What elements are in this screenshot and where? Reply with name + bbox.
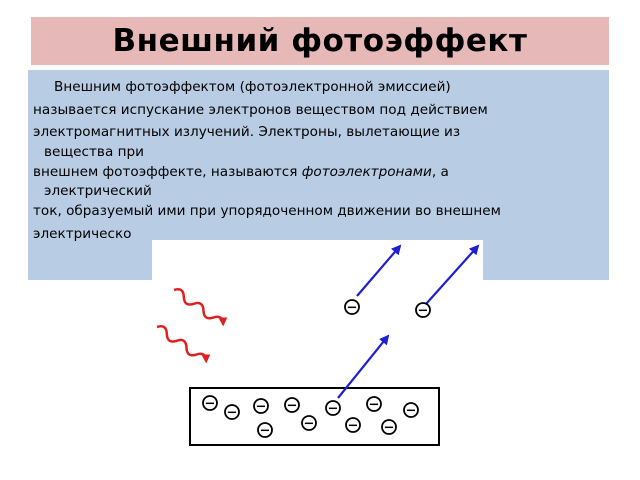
text-line-6: электрический (44, 183, 152, 199)
svg-text:−: − (287, 399, 298, 414)
electron-trajectory-arrow (337, 334, 390, 399)
text-line-7: ток, образуемый ими при упорядоченном дв… (33, 203, 501, 219)
electron: − (253, 398, 269, 415)
electron-trajectory-arrow (356, 244, 402, 297)
electron: − (381, 419, 397, 436)
text-line-8: электрическо (33, 225, 132, 242)
title-bar: Внешний фотоэффект (31, 17, 609, 65)
electron: − (345, 417, 361, 434)
text-line-5: внешнем фотоэффекте, называются фотоэлек… (33, 161, 605, 184)
svg-text:−: − (384, 421, 395, 436)
text-line-3: электромагнитных излучений. Электроны, в… (33, 124, 461, 140)
photoelectrons-term: фотоэлектронами (301, 163, 432, 180)
electron: − (202, 395, 218, 412)
svg-text:−: − (227, 406, 238, 421)
svg-text:−: − (205, 397, 216, 412)
svg-text:−: − (260, 424, 271, 439)
svg-text:−: − (406, 404, 417, 419)
text-line-1: Внешним фотоэффектом (фотоэлектронной эм… (54, 79, 451, 95)
slide-title: Внешний фотоэффект (112, 23, 528, 59)
electron: − (257, 422, 273, 439)
electron-trajectory-arrow (425, 244, 480, 305)
radiation-wave-icon (173, 288, 228, 327)
svg-text:−: − (418, 304, 429, 319)
radiation-wave-icon (156, 325, 211, 364)
definition-paragraph: Внешним фотоэффектом (фотоэлектронной эм… (33, 76, 605, 245)
electron: − (301, 415, 317, 432)
electron: − (325, 400, 341, 417)
photoelectron: − (415, 302, 431, 319)
svg-text:−: − (256, 400, 267, 415)
svg-text:−: − (347, 301, 358, 316)
electron: − (403, 402, 419, 419)
electron: − (224, 404, 240, 421)
definition-text-box: Внешним фотоэффектом (фотоэлектронной эм… (28, 70, 609, 280)
text-line-5-start: внешнем фотоэффекте, называются (33, 163, 302, 180)
svg-text:−: − (328, 402, 339, 417)
svg-text:−: − (348, 419, 359, 434)
text-line-2: называется испускание электронов веществ… (33, 101, 488, 118)
photoelectron: − (344, 299, 360, 316)
electron: − (284, 397, 300, 414)
text-line-5-end: , а (431, 163, 449, 180)
text-line-4: вещества при (44, 143, 144, 160)
svg-text:−: − (304, 417, 315, 432)
electron: − (366, 396, 382, 413)
svg-text:−: − (369, 398, 380, 413)
